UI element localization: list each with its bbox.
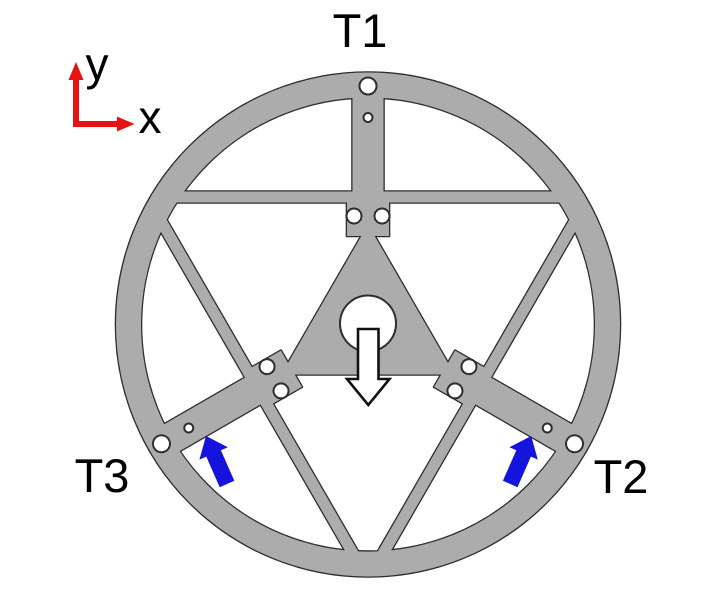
label-t3: T3 xyxy=(75,449,130,502)
motion-arrow-icon xyxy=(344,327,393,408)
coordinate-axes-icon xyxy=(68,62,135,132)
force-arrow-t3-icon xyxy=(199,436,235,488)
label-t1: T1 xyxy=(333,4,388,57)
label-y-axis: y xyxy=(86,38,109,90)
label-t2: T2 xyxy=(594,450,649,503)
force-arrows xyxy=(199,436,538,488)
label-x-axis: x xyxy=(139,91,162,143)
